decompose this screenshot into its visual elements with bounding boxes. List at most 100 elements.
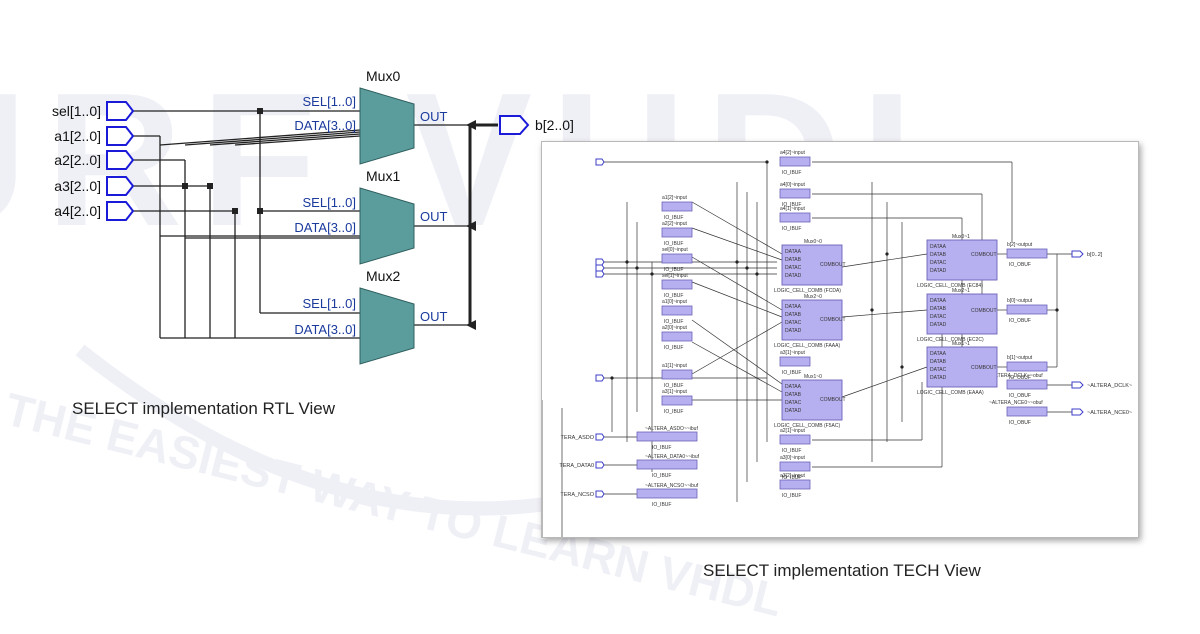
logic-cell: Mux1~1 DATAA DATAB DATAC DATAD COMBOUT L… bbox=[917, 341, 998, 396]
io-buffer: a4[2]~input IO_IBUF bbox=[779, 150, 811, 176]
pin-icon bbox=[595, 433, 605, 441]
cell-port: DATAB bbox=[785, 392, 802, 398]
io-buffer: a3[1]~input IO_IBUF bbox=[779, 350, 811, 376]
buffer-name: a4[1]~input bbox=[780, 206, 805, 212]
input-label: sel[1..0] bbox=[52, 103, 101, 119]
io-buffer: a4[1]~input IO_IBUF bbox=[779, 206, 811, 232]
port-a1-icon bbox=[106, 126, 135, 146]
cell-port: DATAC bbox=[930, 314, 947, 320]
cell-label: LOGIC_CELL_COMB (EC84) bbox=[917, 283, 983, 289]
rtl-mux-1: Mux1 SEL[1..0] DATA[3..0] OUT bbox=[294, 168, 448, 265]
io-buffer: ~ALTERA_DATA0~~ibuf IO_IBUF bbox=[636, 454, 700, 479]
io-buffer: sel[0]~input IO_IBUF bbox=[661, 247, 693, 273]
cell-port: DATAC bbox=[930, 367, 947, 373]
buffer-name: a1[1]~input bbox=[662, 363, 687, 369]
pin-icon bbox=[1071, 250, 1084, 258]
mux-out-label: OUT bbox=[420, 309, 448, 324]
cell-port: DATAC bbox=[785, 320, 802, 326]
buffer-name: a2[1]~input bbox=[780, 428, 805, 434]
buffer-type: IO_IBUF bbox=[782, 448, 801, 454]
cell-port: DATAB bbox=[930, 252, 947, 258]
rtl-mux-0: Mux0 SEL[1..0] DATA[3..0] OUT bbox=[294, 68, 448, 165]
cell-title: Mux1~1 bbox=[952, 341, 970, 347]
logic-cell: Mux1~0 DATAA DATAB DATAC DATAD COMBOUT L… bbox=[774, 374, 846, 429]
pin-icon bbox=[595, 374, 605, 382]
input-label: a4[2..0] bbox=[54, 203, 101, 219]
logic-cell: Mux2~0 DATAA DATAB DATAC DATAD COMBOUT L… bbox=[774, 294, 846, 349]
io-buffer: b[2]~output IO_OBUF bbox=[1006, 242, 1048, 268]
mux-name: Mux2 bbox=[366, 268, 400, 284]
mux-sel-label: SEL[1..0] bbox=[303, 94, 356, 109]
cell-port: DATAB bbox=[930, 359, 947, 365]
cell-port: DATAA bbox=[930, 298, 947, 304]
buffer-name: a2[0]~input bbox=[662, 325, 687, 331]
io-buffer: b[0]~output IO_OBUF bbox=[1006, 298, 1048, 324]
cell-port: DATAB bbox=[930, 306, 947, 312]
input-label: a1[2..0] bbox=[54, 128, 101, 144]
io-buffer: a3[1]~input IO_IBUF bbox=[661, 389, 693, 415]
cell-label: LOGIC_CELL_COMB (EAAA) bbox=[917, 390, 984, 396]
buffer-name: a4[2]~input bbox=[780, 150, 805, 156]
mux-data-label: DATA[3..0] bbox=[294, 220, 356, 235]
tech-logic-cells: Mux0~0 DATAA DATAB DATAC DATAD COMBOUT L… bbox=[774, 234, 998, 429]
pin-icon bbox=[595, 158, 605, 166]
buffer-type: IO_IBUF bbox=[782, 202, 801, 208]
buffer-name: a3[2]~input bbox=[780, 473, 805, 479]
cell-port: DATAC bbox=[930, 260, 947, 266]
pin-icon bbox=[595, 461, 605, 469]
buffer-type: IO_IBUF bbox=[664, 319, 683, 325]
io-buffer: a2[0]~input IO_IBUF bbox=[661, 325, 693, 351]
buffer-type: IO_OBUF bbox=[1009, 393, 1031, 399]
pin-icon bbox=[595, 264, 605, 272]
buffer-name: b[0]~output bbox=[1007, 298, 1033, 304]
cell-port: DATAD bbox=[785, 408, 802, 414]
io-buffer: sel[1]~input IO_IBUF bbox=[661, 273, 693, 299]
rtl-caption: SELECT implementation RTL View bbox=[72, 399, 335, 418]
io-buffer: ~ALTERA_ASDO~~ibuf IO_IBUF bbox=[636, 426, 698, 451]
tech-junctions bbox=[610, 160, 1059, 380]
buffer-name: a1[0]~input bbox=[662, 299, 687, 305]
buffer-name: sel[1]~input bbox=[662, 273, 688, 279]
cell-port: DATAC bbox=[785, 400, 802, 406]
buffer-type: IO_OBUF bbox=[1009, 318, 1031, 324]
buffer-name: a3[1]~input bbox=[780, 350, 805, 356]
cell-port: DATAD bbox=[930, 322, 947, 328]
buffer-type: IO_IBUF bbox=[652, 445, 671, 451]
rtl-input-ports bbox=[106, 101, 530, 221]
cell-port: DATAB bbox=[785, 257, 802, 263]
buffer-name: a3[0]~input bbox=[780, 455, 805, 461]
buffer-name: ~ALTERA_DATA0~~ibuf bbox=[645, 454, 700, 460]
buffer-name: sel[0]~input bbox=[662, 247, 688, 253]
cell-port: DATAA bbox=[930, 351, 947, 357]
mux-sel-label: SEL[1..0] bbox=[303, 195, 356, 210]
cell-label: LOGIC_CELL_COMB (FCDA) bbox=[774, 288, 841, 294]
tech-right-pins: b[0..2] ~ALTERA_DCLK~ ~ALTERA_NCE0~ bbox=[1071, 250, 1132, 416]
mux-name: Mux0 bbox=[366, 68, 400, 84]
io-buffer: a2[2]~input IO_IBUF bbox=[661, 221, 693, 247]
cell-title: Mux1~0 bbox=[804, 374, 822, 380]
pin-label: ~ALTERA_DCLK~ bbox=[1087, 383, 1132, 389]
io-buffer: a1[2]~input IO_IBUF bbox=[661, 195, 693, 221]
mux-sel-label: SEL[1..0] bbox=[303, 296, 356, 311]
tech-io-buffers: a4[2]~input IO_IBUF a4[0]~input IO_IBUF … bbox=[636, 150, 1048, 508]
port-a4-icon bbox=[106, 201, 135, 221]
pin-icon bbox=[595, 258, 605, 266]
buffer-name: b[1]~output bbox=[1007, 355, 1033, 361]
io-buffer: ~ALTERA_NCE0~~obuf IO_OBUF bbox=[989, 400, 1048, 426]
pin-icon bbox=[1071, 381, 1084, 389]
buffer-type: IO_IBUF bbox=[664, 215, 683, 221]
buffer-name: a4[0]~input bbox=[780, 182, 805, 188]
mux-data-label: DATA[3..0] bbox=[294, 322, 356, 337]
buffer-name: ~ALTERA_DCLK~~obuf bbox=[989, 373, 1043, 379]
io-buffer: ~ALTERA_NCSO~~ibuf IO_IBUF bbox=[636, 483, 699, 508]
buffer-type: IO_IBUF bbox=[782, 475, 801, 481]
pin-label: b[0..2] bbox=[1087, 252, 1103, 258]
port-b-icon bbox=[499, 115, 530, 135]
buffer-type: IO_IBUF bbox=[652, 473, 671, 479]
io-buffer: a3[0]~input IO_IBUF bbox=[779, 455, 811, 481]
buffer-type: IO_IBUF bbox=[652, 502, 671, 508]
cell-title: Mux2~0 bbox=[804, 294, 822, 300]
buffer-name: ~ALTERA_ASDO~~ibuf bbox=[645, 426, 698, 432]
tech-view-canvas: TERA_ASDO TERA_DATA0 TERA_NCSO a4[2]~inp… bbox=[541, 150, 1132, 537]
io-buffer: b[1]~output IO_OBUF bbox=[1006, 355, 1048, 381]
